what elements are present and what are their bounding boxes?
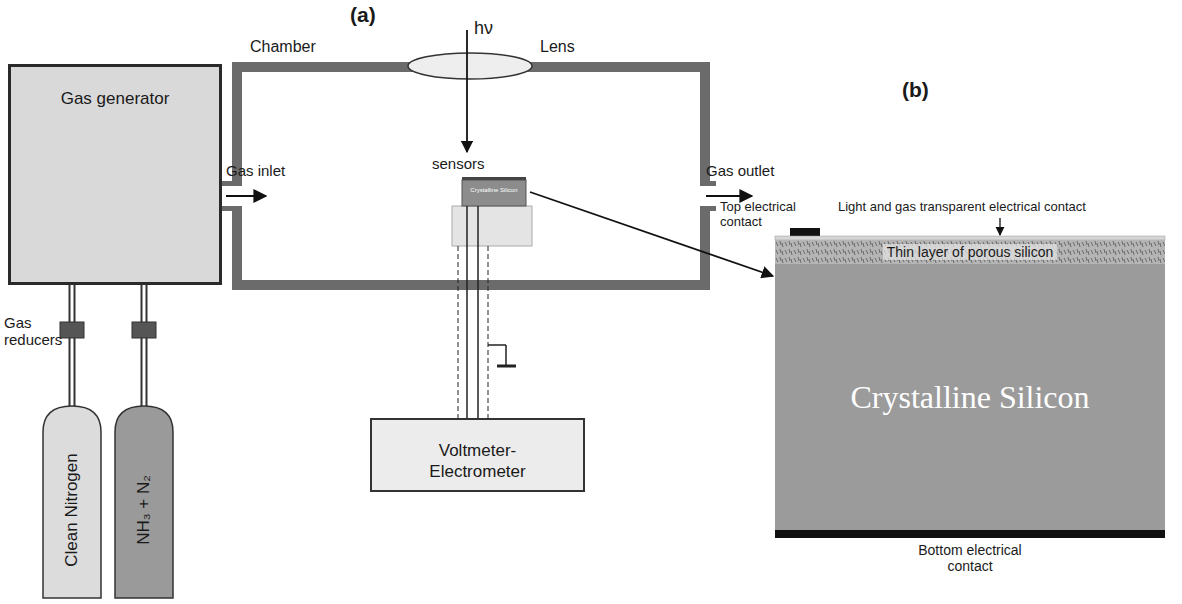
sensor-top-contact xyxy=(462,177,526,180)
text-label: (b) xyxy=(902,78,929,102)
pipe-bore xyxy=(71,285,74,406)
node-label: NH₃ + N₂ xyxy=(134,475,154,545)
shield-wire xyxy=(458,246,488,418)
silicon-wafer: Crystalline Silicon Thin layer of porous … xyxy=(775,240,1165,530)
node-label: Gas generator xyxy=(19,89,211,109)
light-arrow xyxy=(466,30,468,152)
text-label: Gas reducers xyxy=(4,314,60,349)
text-label: sensors xyxy=(432,155,485,172)
node-label: Crystalline Silicon xyxy=(850,379,1089,416)
cylinder-body xyxy=(43,406,101,598)
node-label: Thin layer of porous silicon xyxy=(883,244,1058,260)
leader-line xyxy=(999,218,1000,235)
lens xyxy=(408,53,532,79)
text-label: (a) xyxy=(350,3,376,27)
sensor-chip xyxy=(462,180,526,206)
text-label: Lens xyxy=(540,38,575,56)
text-label: Crystalline Silicon xyxy=(463,187,525,194)
gas-pipe xyxy=(144,285,145,406)
gas-pipe xyxy=(72,285,73,406)
generator-box: Gas generator xyxy=(8,64,222,285)
inlet-arrow xyxy=(226,195,266,197)
outlet-arrow xyxy=(706,195,752,197)
chamber-wall xyxy=(222,62,716,290)
text-label: Gas inlet xyxy=(226,162,285,179)
gas-reducer xyxy=(60,322,156,338)
text-label: hν xyxy=(474,18,493,39)
text-label: Light and gas transparent electrical con… xyxy=(838,200,1086,215)
pipe-wall xyxy=(69,285,76,406)
cylinder-body xyxy=(115,406,173,598)
porous-layer: Thin layer of porous silicon xyxy=(775,240,1165,264)
text-label: Chamber xyxy=(250,38,316,56)
gas-cylinder: Clean Nitrogen xyxy=(41,400,103,600)
text-label: Bottom electrical contact xyxy=(905,542,1035,574)
gas-cylinder: NH₃ + N₂ xyxy=(113,400,175,600)
bottom-electrical-contact xyxy=(775,530,1165,538)
text-label: Top electrical contact xyxy=(720,200,815,230)
signal-wire xyxy=(467,206,478,432)
ground-symbol xyxy=(488,345,516,366)
text-label: Gas outlet xyxy=(706,162,774,179)
sensor-holder xyxy=(452,206,532,246)
voltmeter-box: Voltmeter- Electrometer xyxy=(370,418,585,492)
pipe-bore xyxy=(143,285,146,406)
pipe-wall xyxy=(141,285,148,406)
node-label: Voltmeter- Electrometer xyxy=(402,440,553,483)
node-label: Clean Nitrogen xyxy=(62,453,82,566)
